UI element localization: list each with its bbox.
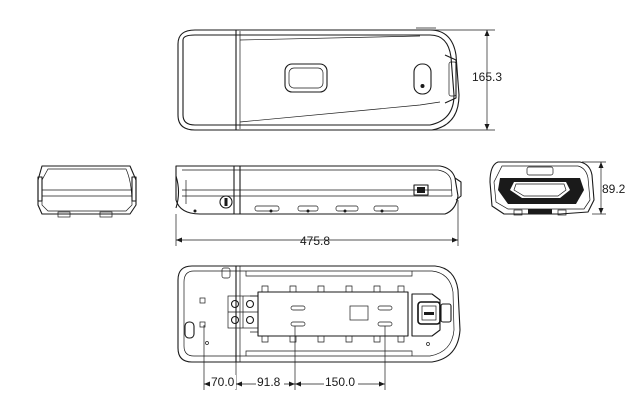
- side-key-lock: [219, 195, 233, 209]
- left-end-view: [37, 165, 137, 218]
- dim-475-label: 475.8: [300, 234, 330, 248]
- right-end-view: [489, 161, 595, 216]
- side-view: [175, 165, 462, 215]
- dim-91-label: 91.8: [257, 375, 281, 389]
- dim-165-label: 165.3: [472, 70, 502, 84]
- dimension-height-end: 89.2: [582, 161, 626, 215]
- side-connector: [413, 184, 429, 196]
- dimension-height-top: 165.3: [430, 29, 502, 131]
- top-key-lock: [413, 63, 432, 95]
- top-view: [177, 27, 460, 131]
- dim-70-label: 70.0: [211, 375, 235, 389]
- top-latch: [284, 63, 328, 93]
- dimension-chain-bottom: 70.0 91.8 150.0: [203, 325, 386, 390]
- dimension-length-side: 475.8: [175, 200, 459, 248]
- bottom-view: [177, 265, 461, 363]
- dim-150-label: 150.0: [325, 375, 355, 389]
- dim-89-label: 89.2: [602, 182, 626, 196]
